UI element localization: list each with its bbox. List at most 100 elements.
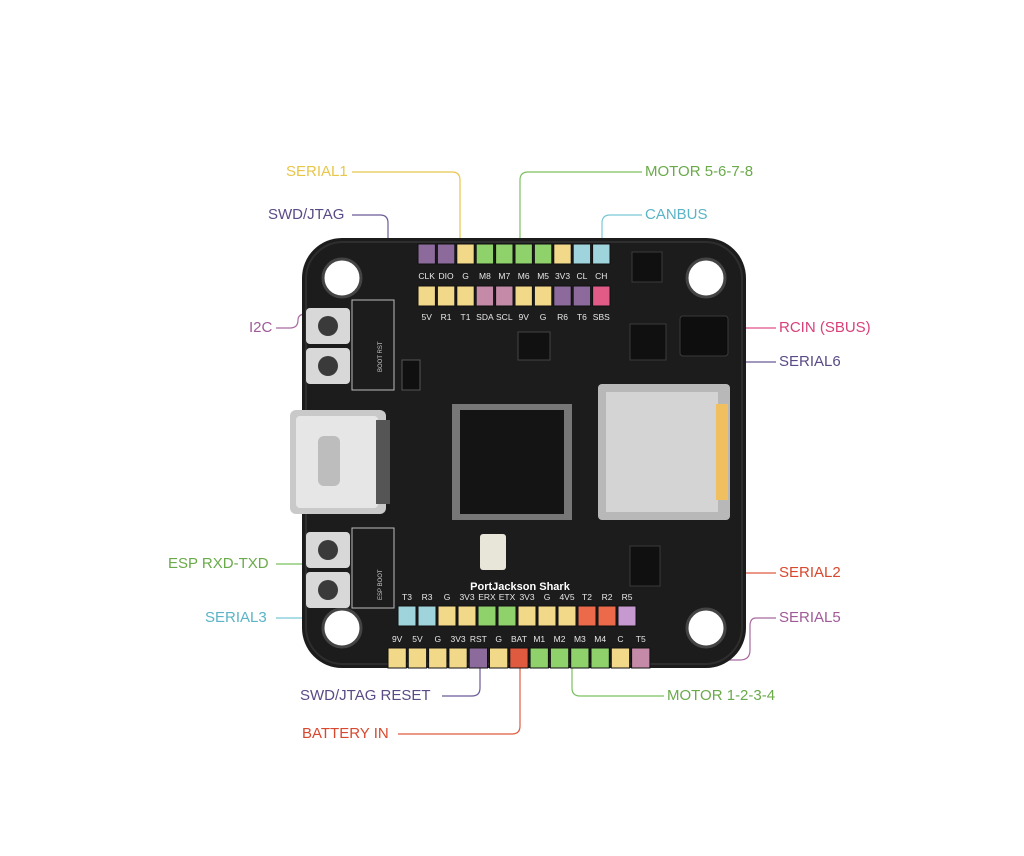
pin-pad-3v3 (457, 605, 477, 627)
pin-pad-g (437, 605, 457, 627)
pin-label-g: G (444, 592, 451, 602)
pin-label-scl: SCL (496, 312, 513, 322)
pin-label-m7: M7 (498, 271, 510, 281)
pin-pad-g (533, 285, 553, 307)
pin-label-m2: M2 (554, 634, 566, 644)
pin-label-g: G (495, 634, 502, 644)
rcin-label: RCIN (SBUS) (779, 319, 871, 336)
pin-pad-etx (497, 605, 517, 627)
pin-label-ch: CH (595, 271, 607, 281)
imu-chip (679, 315, 729, 357)
serial1-label: SERIAL1 (286, 163, 348, 180)
pin-label-m3: M3 (574, 634, 586, 644)
pin-label-3v3: 3V3 (555, 271, 570, 281)
bottom-buttons-silk: ESP BOOT (378, 569, 384, 600)
pin-label-g: G (462, 271, 469, 281)
serial2-label: SERIAL2 (779, 564, 841, 581)
top-buttons-silk: BOOT RST (378, 341, 384, 372)
pin-pad-r1 (436, 285, 456, 307)
pin-label-etx: ETX (499, 592, 516, 602)
pin-pad-scl (495, 285, 514, 307)
pin-pad-cl (572, 243, 592, 265)
serial5-label: SERIAL5 (779, 609, 841, 626)
pin-label-3v3: 3V3 (519, 592, 534, 602)
pin-pad-m7 (495, 243, 514, 265)
boot-rst-buttons (306, 299, 395, 391)
pin-pad-5v (417, 285, 436, 307)
swd-reset-label: SWD/JTAG RESET (300, 687, 431, 704)
regulator-chip (629, 323, 667, 361)
pin-pad-c (610, 647, 631, 669)
barometer-chip (517, 331, 551, 361)
pin-label-r1: R1 (441, 312, 452, 322)
pin-pad-t2 (577, 605, 597, 627)
pin-label-5v: 5V (421, 312, 432, 322)
pin-pad-r2 (597, 605, 617, 627)
motor5678-leader (519, 171, 642, 248)
pin-pad-bat (509, 647, 529, 669)
pin-label-t5: T5 (636, 634, 646, 644)
pin-label-bat: BAT (511, 634, 527, 644)
esp-label: ESP RXD-TXD (168, 555, 269, 572)
pin-pad-9v (387, 647, 407, 669)
pin-pad-4v5 (557, 605, 577, 627)
canbus-label: CANBUS (645, 206, 708, 223)
serial3-label: SERIAL3 (205, 609, 267, 626)
pin-label-dio: DIO (439, 271, 455, 281)
pin-pad-r6 (553, 285, 572, 307)
pin-label-m1: M1 (533, 634, 545, 644)
motor1234-leader (571, 668, 664, 697)
pin-pad-g (489, 647, 509, 669)
swd-jtag-label: SWD/JTAG (268, 206, 345, 223)
pin-label-erx: ERX (478, 592, 496, 602)
pin-label-t3: T3 (402, 592, 412, 602)
pin-label-g: G (544, 592, 551, 602)
pin-pad-r5 (617, 605, 637, 627)
pin-pad-3v3 (553, 243, 572, 265)
pin-label-g: G (540, 312, 547, 322)
pin-pad-g (537, 605, 557, 627)
pin-label-m4: M4 (594, 634, 606, 644)
crystal (480, 534, 506, 570)
sd-card-slot (598, 384, 730, 520)
pin-label-sda: SDA (476, 312, 494, 322)
pin-pad-m8 (475, 243, 495, 265)
serial6-label: SERIAL6 (779, 353, 841, 370)
mounting-holes (321, 257, 727, 649)
pin-label-m8: M8 (479, 271, 491, 281)
pin-label-c: C (617, 634, 623, 644)
pin-label-r3: R3 (422, 592, 433, 602)
pin-label-cl: CL (576, 271, 587, 281)
i2c-label: I2C (249, 319, 273, 336)
pin-pad-ch (592, 243, 611, 265)
esp-chip (629, 545, 661, 587)
pin-pad-t5 (631, 647, 651, 669)
pin-label-4v5: 4V5 (559, 592, 574, 602)
battery-label: BATTERY IN (302, 725, 389, 742)
pin-pad-m5 (533, 243, 553, 265)
pin-label-m5: M5 (537, 271, 549, 281)
pin-pad-g (456, 243, 475, 265)
pin-label-9v: 9V (392, 634, 403, 644)
pin-pad-m3 (570, 647, 590, 669)
pin-pad-erx (477, 605, 497, 627)
pin-pad-3v3 (448, 647, 468, 669)
mcu-chip (452, 404, 572, 520)
pin-label-9v: 9V (518, 312, 529, 322)
pin-pad-5v (407, 647, 428, 669)
pin-pad-clk (417, 243, 436, 265)
pin-label-clk: CLK (418, 271, 435, 281)
pin-pad-t1 (456, 285, 475, 307)
power-chip (401, 359, 421, 391)
pin-pad-g (428, 647, 448, 669)
battery-leader (398, 668, 521, 735)
motor5678-label: MOTOR 5-6-7-8 (645, 163, 754, 180)
pin-label-t1: T1 (461, 312, 471, 322)
pin-label-g: G (434, 634, 441, 644)
pin-label-sbs: SBS (593, 312, 610, 322)
swd-reset-leader (442, 668, 481, 697)
pin-label-3v3: 3V3 (459, 592, 474, 602)
